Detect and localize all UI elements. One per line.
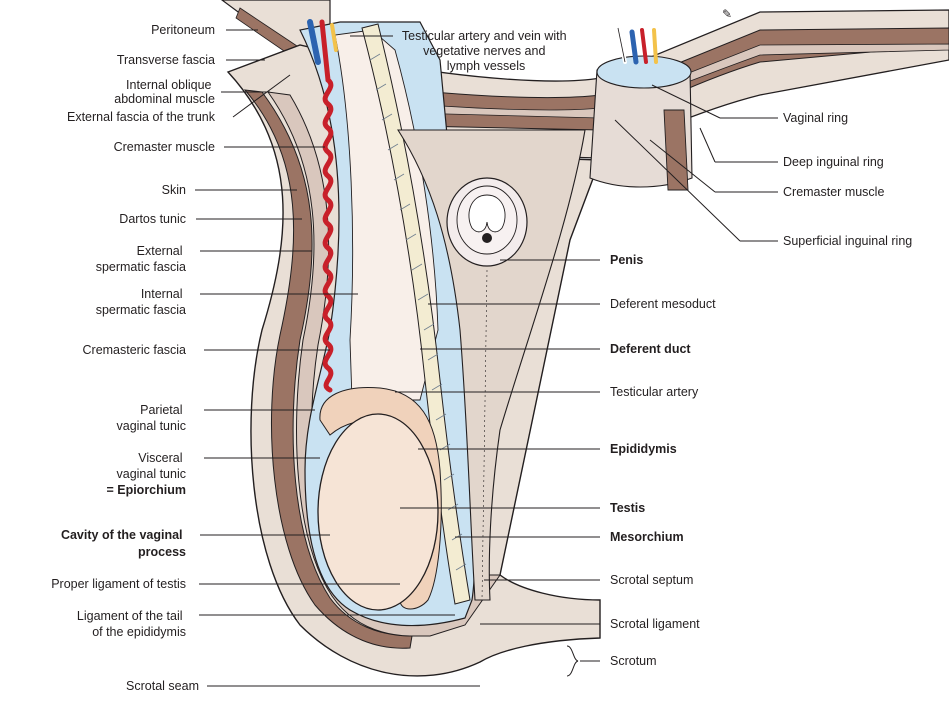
label-testicular-artery: Testicular artery bbox=[610, 385, 699, 399]
label-scrotum: Scrotum bbox=[610, 654, 657, 668]
label-cremasteric-fascia: Cremasteric fascia bbox=[83, 343, 187, 357]
scrotal-septum-region bbox=[396, 129, 586, 601]
corpus-cavernosum bbox=[468, 194, 506, 233]
labels: Peritoneum Transverse fascia Internal ob… bbox=[51, 23, 912, 693]
label-dartos-tunic: Dartos tunic bbox=[119, 212, 186, 226]
cremaster-layer bbox=[243, 89, 413, 649]
urethra bbox=[482, 233, 492, 243]
testis-shape bbox=[317, 413, 439, 611]
label-ligament-tail-epididymis: Ligament of the tail of the epididymis bbox=[77, 609, 186, 639]
label-peritoneum: Peritoneum bbox=[151, 23, 215, 37]
label-scrotal-ligament: Scrotal ligament bbox=[610, 617, 700, 631]
label-superficial-inguinal-ring: Superficial inguinal ring bbox=[783, 234, 912, 248]
label-penis: Penis bbox=[610, 253, 643, 267]
label-parietal-vaginal-tunic: Parietal vaginal tunic bbox=[117, 403, 187, 433]
label-epididymis: Epididymis bbox=[610, 442, 677, 456]
label-vaginal-ring: Vaginal ring bbox=[783, 111, 848, 125]
label-proper-ligament-testis: Proper ligament of testis bbox=[51, 577, 186, 591]
label-deferent-duct: Deferent duct bbox=[610, 342, 691, 356]
label-visceral-vaginal-tunic: Visceral vaginal tunic bbox=[117, 451, 187, 481]
label-internal-spermatic-fascia: Internal spermatic fascia bbox=[96, 287, 186, 317]
testicular-artery-vessel bbox=[319, 19, 334, 393]
label-testicular-artery-vein: Testicular artery and vein with vegetati… bbox=[402, 29, 570, 73]
label-cremaster-muscle-left: Cremaster muscle bbox=[114, 140, 215, 154]
testicular-vein-vessel bbox=[307, 19, 321, 65]
label-mesorchium: Mesorchium bbox=[610, 530, 684, 544]
label-deferent-mesoduct: Deferent mesoduct bbox=[610, 297, 716, 311]
label-deep-inguinal-ring: Deep inguinal ring bbox=[783, 155, 884, 169]
scrotum-illustration: ✎ bbox=[220, 0, 949, 677]
label-cavity-vaginal-process: Cavity of the vaginal process bbox=[61, 528, 186, 559]
spermatic-cord bbox=[334, 29, 439, 401]
deferent-duct-strip bbox=[361, 23, 471, 605]
label-epiorchium: = Epiorchium bbox=[106, 483, 186, 497]
label-transverse-fascia: Transverse fascia bbox=[117, 53, 215, 67]
septum-midline bbox=[481, 269, 488, 601]
corner-logo: ✎ bbox=[722, 7, 732, 21]
label-testis: Testis bbox=[610, 501, 645, 515]
label-skin: Skin bbox=[162, 183, 186, 197]
label-scrotal-seam: Scrotal seam bbox=[126, 679, 199, 693]
leader-lines bbox=[195, 29, 778, 687]
label-external-spermatic-fascia: External spermatic fascia bbox=[96, 244, 186, 274]
label-internal-oblique: Internal oblique abdominal muscle bbox=[114, 78, 215, 106]
label-scrotal-septum: Scrotal septum bbox=[610, 573, 693, 587]
inguinal-canal bbox=[589, 26, 693, 191]
label-cremaster-muscle-right: Cremaster muscle bbox=[783, 185, 884, 199]
lymph-vessel bbox=[330, 23, 338, 52]
label-external-fascia-trunk: External fascia of the trunk bbox=[67, 110, 216, 124]
